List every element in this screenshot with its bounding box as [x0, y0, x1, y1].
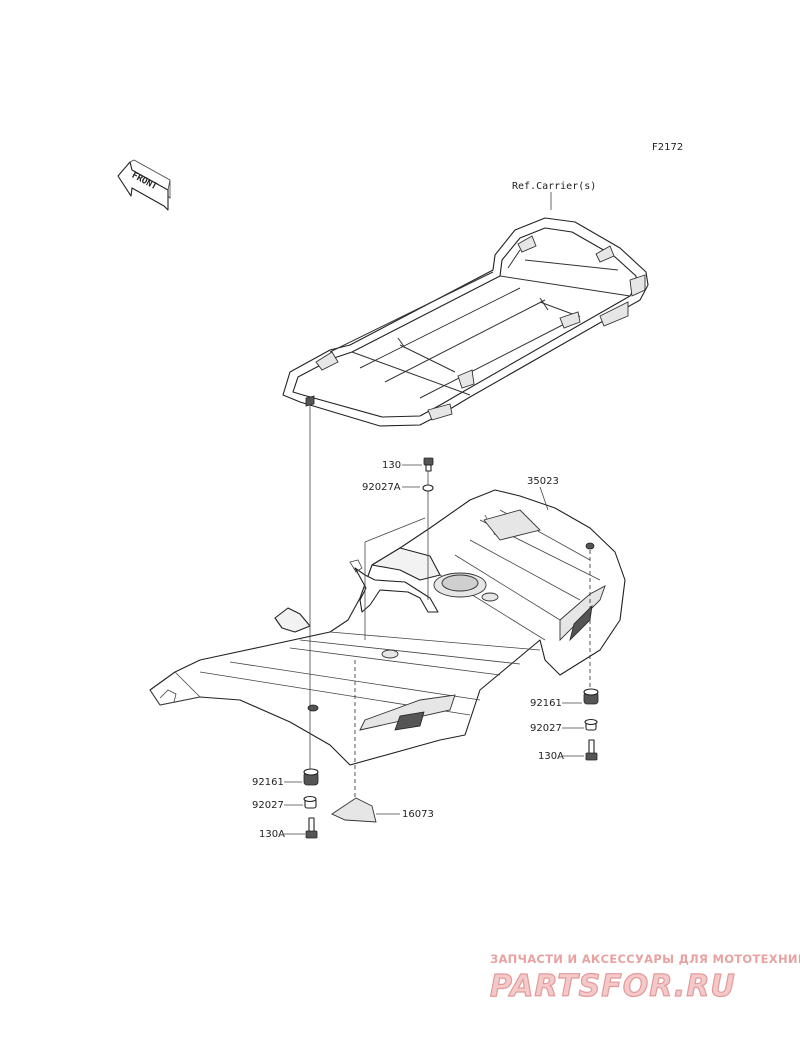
watermark-brand: PARTSFOR.RU — [490, 969, 736, 1004]
mudflap-part — [331, 797, 377, 823]
label-16073: 16073 — [402, 809, 434, 820]
leader-35023 — [539, 486, 549, 511]
label-92161-left: 92161 — [252, 777, 284, 788]
grommet-92161-right-icon — [583, 688, 599, 705]
collar-92027-right-icon — [584, 718, 598, 731]
watermark-logo: ЗАПЧАСТИ И АКСЕССУАРЫ ДЛЯ МОТОТЕХНИКИ PA… — [489, 952, 800, 1005]
bolt-130A-right-icon — [585, 739, 598, 761]
leader-bracket-top — [364, 517, 426, 543]
label-92027A: 92027A — [362, 482, 401, 493]
label-92027-right: 92027 — [530, 723, 562, 734]
watermark-tagline: ЗАПЧАСТИ И АКСЕССУАРЫ ДЛЯ МОТОТЕХНИКИ — [490, 952, 800, 966]
label-130A-left: 130A — [259, 829, 285, 840]
front-arrow-icon: FRONT — [117, 159, 171, 211]
rear-fender — [149, 489, 626, 766]
carrier-rack — [282, 217, 649, 427]
label-130: 130 — [382, 460, 401, 471]
washer-92027A-icon — [422, 484, 434, 492]
bolt-130-icon — [423, 457, 434, 472]
figure-code: F2172 — [652, 142, 683, 153]
label-35023: 35023 — [527, 476, 559, 487]
bolt-130A-left-icon — [305, 817, 318, 839]
label-92027-left: 92027 — [252, 800, 284, 811]
label-130A-right: 130A — [538, 751, 564, 762]
reference-label: Ref.Carrier(s) — [512, 181, 596, 192]
collar-92027-left-icon — [303, 795, 317, 809]
label-92161-right: 92161 — [530, 698, 562, 709]
grommet-92161-left-icon — [303, 768, 319, 786]
